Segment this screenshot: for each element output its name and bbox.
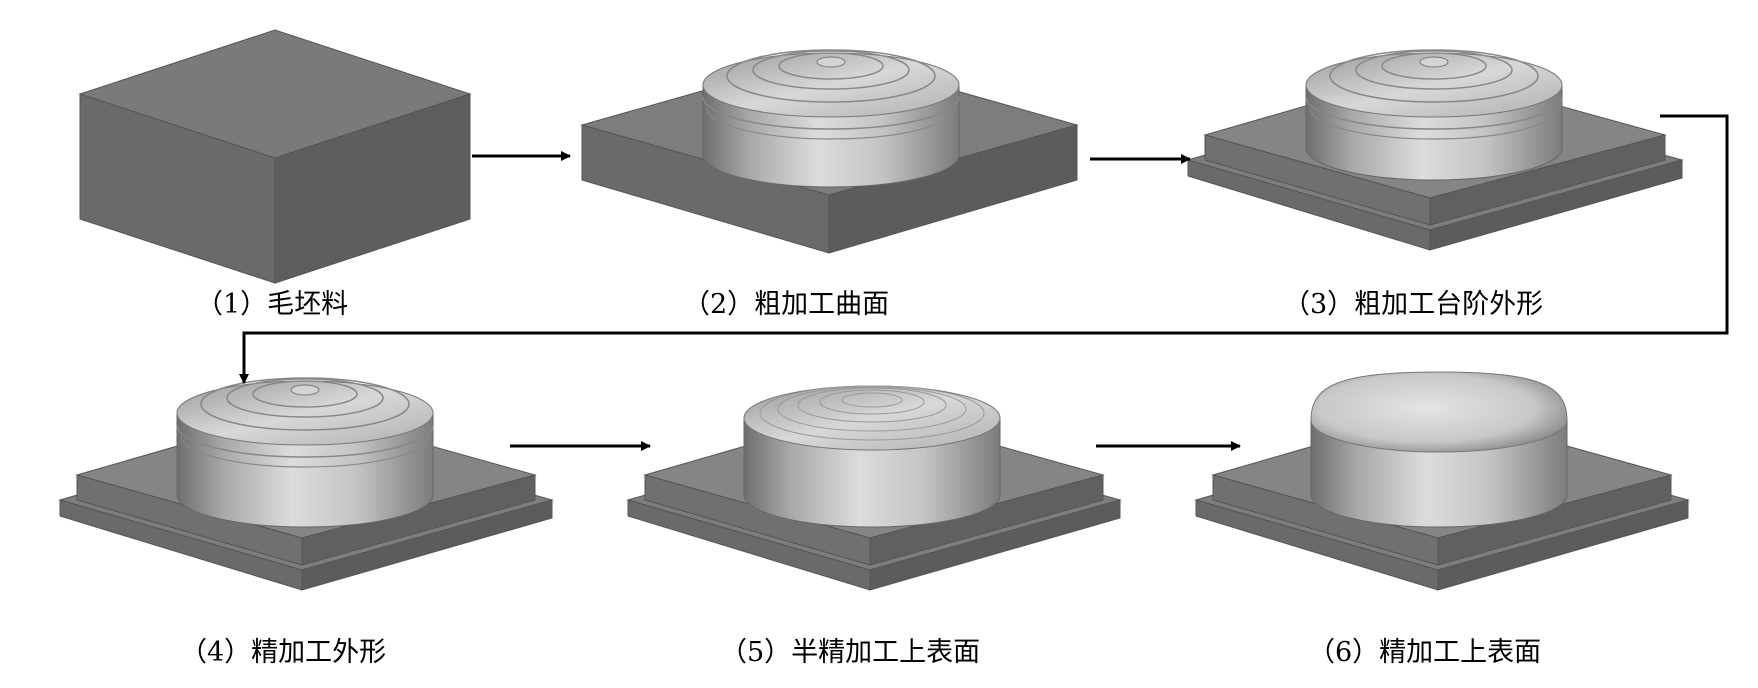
step-5-part: [626, 385, 1122, 591]
arrow-3-to-4: [239, 114, 1729, 384]
caption-step-4: （4）精加工外形: [180, 637, 387, 668]
caption-step-2: （2）粗加工曲面: [683, 289, 890, 320]
step-6-part: [1194, 371, 1690, 591]
caption-step-5: （5）半精加工上表面: [720, 637, 981, 668]
step-1-block: [78, 29, 472, 284]
step-3-part: [1186, 49, 1684, 251]
caption-step-6: （6）精加工上表面: [1308, 637, 1542, 668]
caption-step-3: （3）粗加工台阶外形: [1283, 289, 1544, 320]
caption-step-1: （1）毛坯料: [196, 289, 349, 320]
step-2-part: [580, 49, 1079, 254]
step-4-part: [58, 377, 554, 591]
